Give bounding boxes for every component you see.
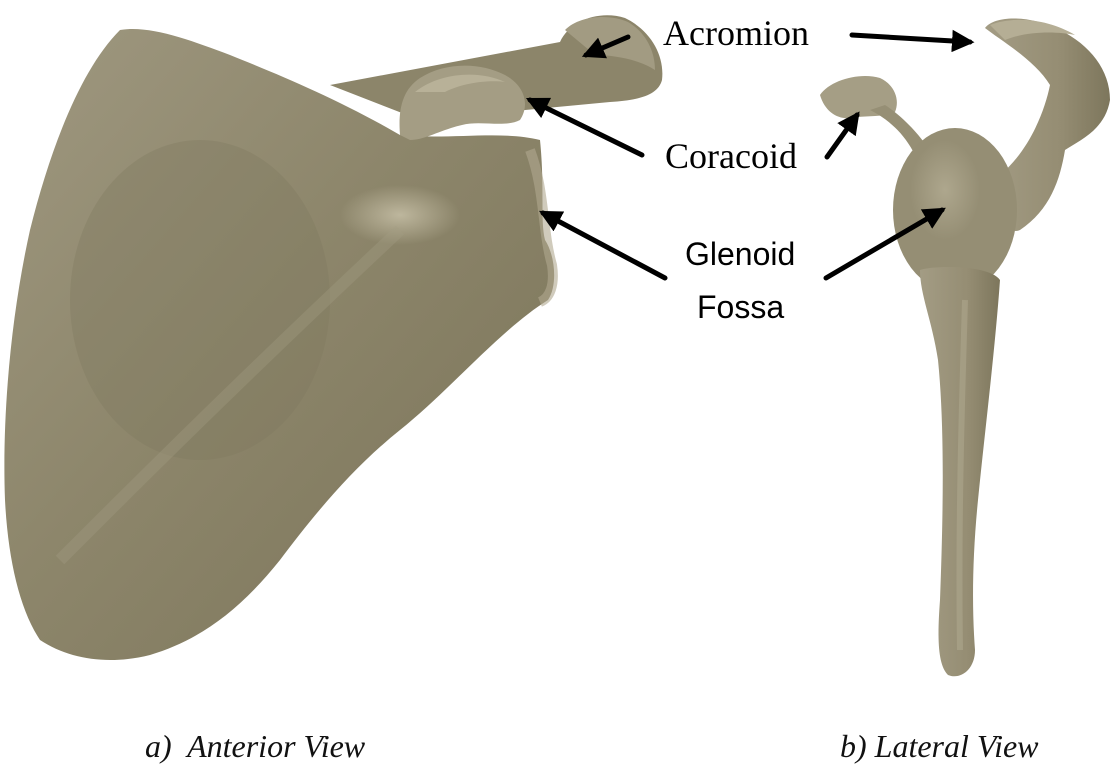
glenoid-arrow-left — [543, 213, 665, 278]
caption-lateral-view: b) Lateral View — [840, 728, 1039, 764]
acromion-label: Acromion — [663, 13, 809, 53]
glenoid-label-line1: Glenoid — [685, 236, 795, 272]
caption-anterior-view: a) Anterior View — [145, 728, 366, 764]
coracoid-arrow-left — [530, 100, 642, 155]
anterior-scapula — [4, 15, 662, 660]
acromion-arrow-right — [852, 35, 970, 42]
coracoid-arrow-right — [827, 115, 857, 157]
coracoid-label: Coracoid — [665, 136, 797, 176]
glenoid-label-line2: Fossa — [697, 289, 784, 325]
lateral-scapula — [820, 18, 1110, 676]
